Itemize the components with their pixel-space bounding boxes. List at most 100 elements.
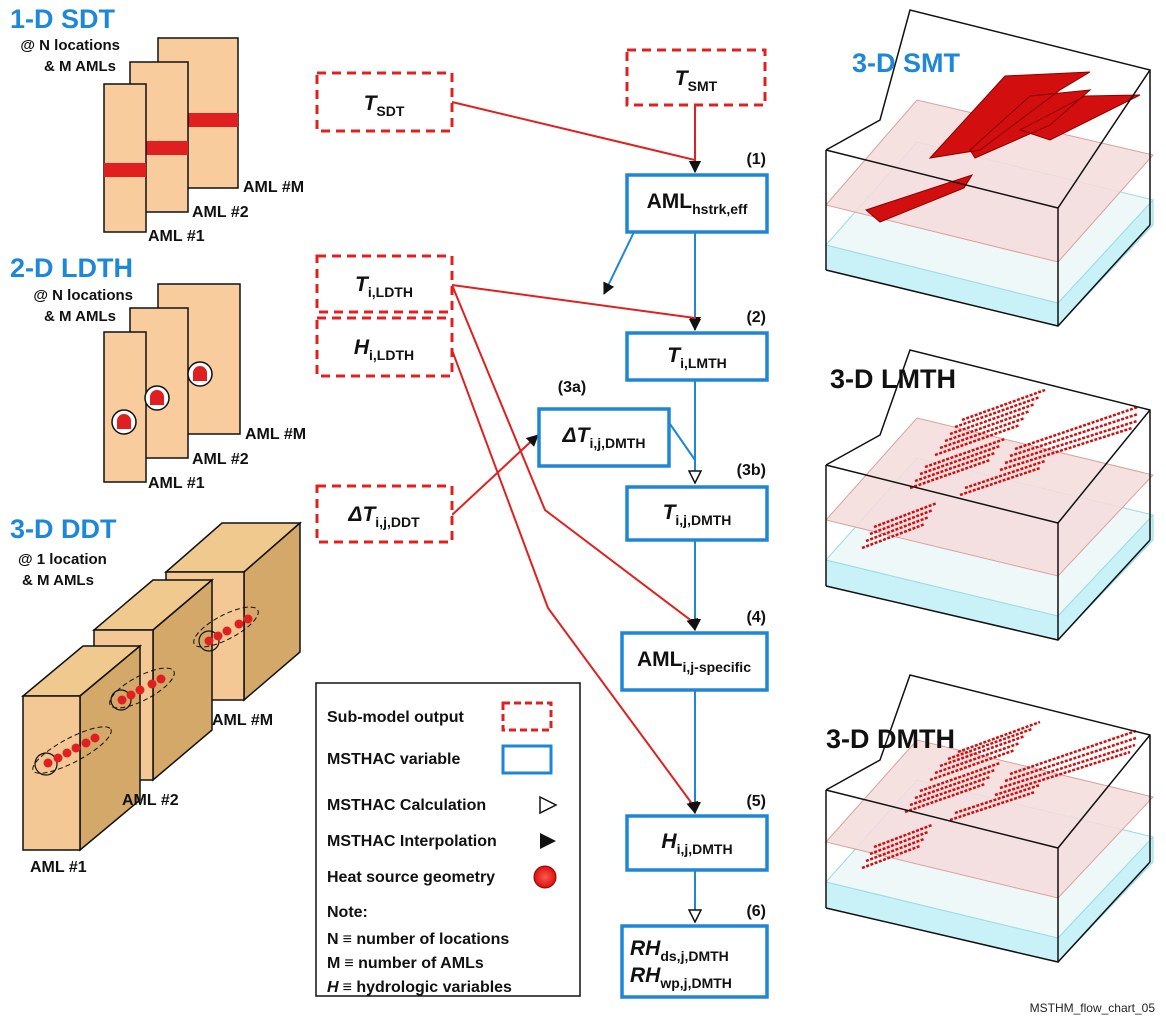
step-6-number: (6): [746, 903, 766, 920]
t-ldth-main: T: [355, 273, 370, 296]
legend-submodel-label: Sub-model output: [327, 709, 465, 726]
svg-text:ΔTi,j,DDT: ΔTi,j,DDT: [347, 503, 420, 530]
input-t-sdt: TSDT: [315, 71, 454, 133]
sdt-aml-2: AML #2: [192, 204, 249, 221]
sdt-pillar-1: [103, 83, 147, 233]
sdt-sub2: & M AMLs: [44, 58, 116, 75]
sdt-aml-1: AML #1: [148, 228, 205, 245]
legend-m-symbol: M: [327, 955, 340, 972]
step-5-main: H: [661, 830, 677, 853]
input-h-ldth: Hi,LDTH: [315, 316, 454, 378]
interpolation-arrow-icon: [540, 833, 556, 849]
svg-text:Hi,j,DMTH: Hi,j,DMTH: [661, 830, 732, 857]
input-t-ldth: Ti,LDTH: [315, 254, 454, 314]
figure-id: MSTHM_flow_chart_05: [1030, 1001, 1156, 1015]
step-6: (6) RHds,j,DMTH RHwp,j,DMTH: [620, 903, 769, 999]
svg-text:N≡ number of locations: N≡ number of locations: [327, 931, 509, 948]
dt-ddt-sub: i,j,DDT: [375, 514, 420, 530]
step-3b-sub: i,j,DMTH: [675, 512, 731, 528]
svg-text:TSMT: TSMT: [675, 67, 718, 94]
ddt-title: 3-D DDT: [10, 514, 117, 544]
svg-text:Ti,j,DMTH: Ti,j,DMTH: [663, 501, 732, 528]
sdt-title: 1-D SDT: [10, 4, 116, 34]
step-3b-number: (3b): [737, 462, 766, 479]
heat-source-icon: [144, 385, 170, 411]
step-2-number: (2): [746, 309, 766, 326]
step-4: (4) AMLi,j-specific: [620, 609, 769, 692]
step-2-sub: i,LMTH: [680, 355, 727, 371]
ddt-aml-2: AML #2: [122, 792, 179, 809]
step-1: (1) AMLhstrk,eff: [625, 151, 769, 234]
panel-3d-lmth: 3-D LMTH: [825, 349, 1154, 642]
smt-title: 3-D SMT: [852, 48, 961, 78]
h-ldth-sub: i,LDTH: [369, 347, 414, 363]
legend-h-symbol: H: [327, 979, 339, 996]
ddt-aml-1: AML #1: [30, 859, 87, 876]
ddt-aml-m: AML #M: [212, 712, 273, 729]
ldth-title: 2-D LDTH: [10, 253, 133, 283]
input-t-smt: TSMT: [625, 48, 767, 107]
svg-text:TSDT: TSDT: [364, 92, 405, 119]
step-6-sub-2: wp,j,DMTH: [659, 975, 732, 991]
step-1-main: AML: [647, 190, 693, 213]
heat-source-icon: [533, 865, 557, 889]
svg-text:Ti,LDTH: Ti,LDTH: [355, 273, 413, 300]
step-4-sub: i,j-specific: [683, 659, 752, 675]
dt-ddt-main: ΔT: [347, 503, 377, 526]
svg-text:AMLhstrk,eff: AMLhstrk,eff: [647, 190, 748, 217]
step-6-sub-1: ds,j,DMTH: [660, 948, 728, 964]
svg-text:M≡ number of AMLs: M≡ number of AMLs: [327, 955, 484, 972]
panel-1d-sdt: 1-D SDT @ N locations & M AMLs AML #M AM…: [10, 4, 304, 245]
legend-h-text: ≡ hydrologic variables: [343, 979, 512, 996]
step-5-sub: i,j,DMTH: [677, 841, 733, 857]
ldth-aml-2: AML #2: [192, 451, 249, 468]
panel-2d-ldth: 2-D LDTH @ N locations & M AMLs AML #M A…: [10, 253, 306, 492]
legend-m-text: ≡ number of AMLs: [344, 955, 484, 972]
step-1-sub: hstrk,eff: [692, 201, 748, 217]
svg-text:Hi,LDTH: Hi,LDTH: [354, 336, 414, 363]
step-5: (5) Hi,j,DMTH: [625, 793, 769, 872]
t-smt-sub: SMT: [688, 78, 718, 94]
step-3b: (3b) Ti,j,DMTH: [625, 462, 769, 542]
svg-text:ΔTi,j,DMTH: ΔTi,j,DMTH: [562, 424, 646, 451]
ldth-pillar-1: [103, 331, 147, 483]
heat-source-drift-m: [193, 606, 259, 652]
svg-text:Ti,LMTH: Ti,LMTH: [667, 344, 726, 371]
flow-connectors: [451, 101, 695, 922]
step-3a-main: ΔT: [562, 424, 592, 447]
panel-3d-smt: 3-D SMT: [825, 9, 1154, 328]
step-3a: (3a) ΔTi,j,DMTH: [537, 379, 671, 468]
legend: Sub-model output MSTHAC variable MSTHAC …: [315, 682, 581, 997]
svg-text:RHds,j,DMTH: RHds,j,DMTH: [630, 937, 729, 964]
step-6-main-2: RH: [630, 964, 661, 987]
t-smt-main: T: [675, 67, 690, 90]
step-3a-sub: i,j,DMTH: [589, 435, 645, 451]
t-sdt-main: T: [364, 92, 379, 115]
heat-source-drift-1: [32, 726, 112, 776]
legend-interpolation-label: MSTHAC Interpolation: [327, 833, 497, 850]
ddt-sub2: & M AMLs: [22, 572, 94, 589]
legend-n-text: ≡ number of locations: [343, 931, 510, 948]
legend-variable-swatch: [501, 744, 553, 775]
legend-heat-label: Heat source geometry: [327, 869, 495, 886]
step-3b-main: T: [663, 501, 678, 524]
legend-calculation-label: MSTHAC Calculation: [327, 797, 486, 814]
legend-note: Note:: [327, 904, 368, 921]
lmth-heat-geometry: [861, 388, 1139, 550]
sdt-aml-m: AML #M: [243, 179, 304, 196]
input-dt-ddt: ΔTi,j,DDT: [315, 484, 454, 544]
ldth-sub2: & M AMLs: [44, 308, 116, 325]
step-2-main: T: [667, 344, 682, 367]
ldth-aml-m: AML #M: [245, 426, 306, 443]
t-sdt-sub: SDT: [376, 103, 404, 119]
svg-text:AMLi,j-specific: AMLi,j-specific: [637, 648, 751, 675]
panel-3d-dmth: 3-D DMTH: [825, 674, 1154, 964]
heat-source-drift-2: [109, 667, 175, 711]
svg-text:RHwp,j,DMTH: RHwp,j,DMTH: [630, 964, 732, 991]
heat-source-icon: [111, 409, 137, 435]
panel-3d-ddt: 3-D DDT @ 1 location & M AMLs: [10, 514, 302, 876]
legend-n-symbol: N: [327, 931, 339, 948]
sdt-heat-band-1: [104, 163, 146, 177]
